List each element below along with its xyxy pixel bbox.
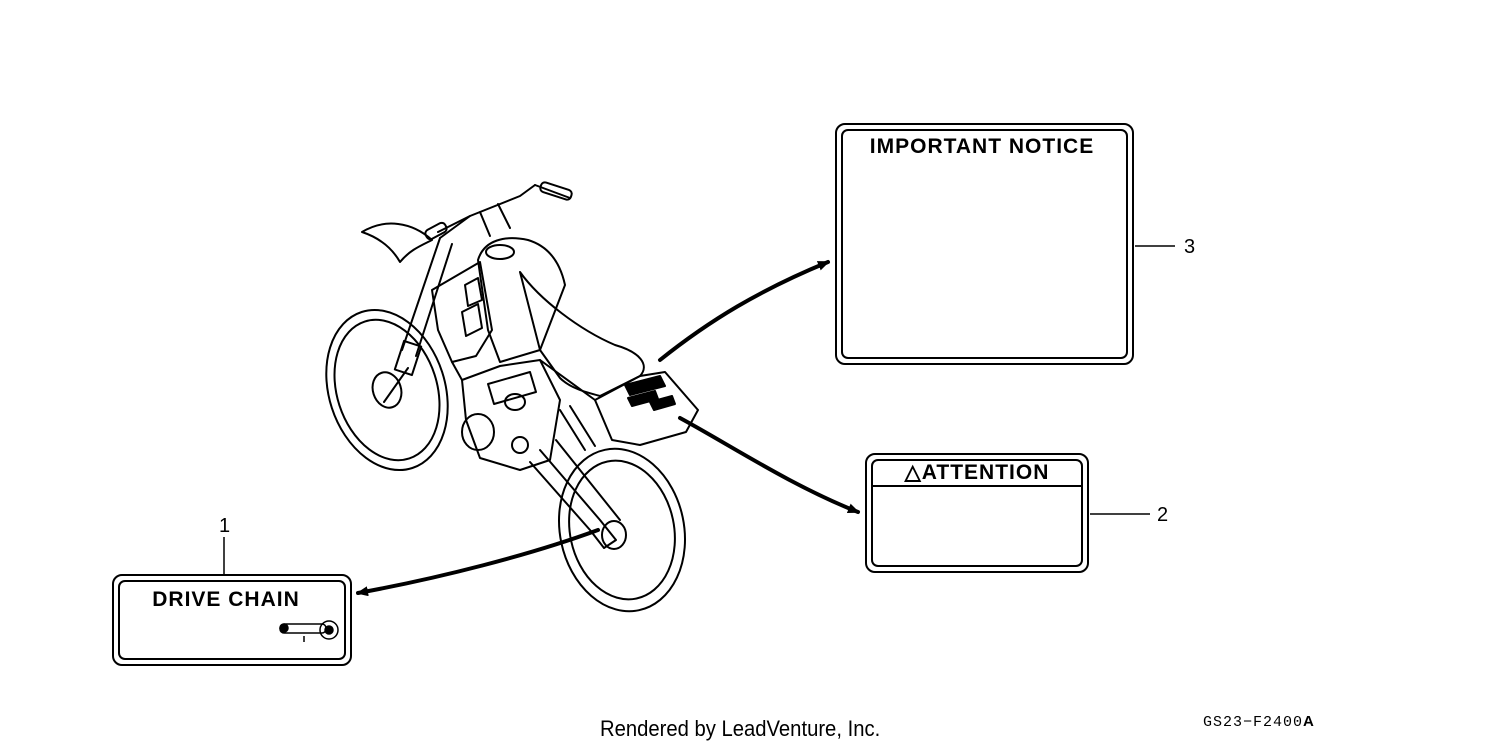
seat xyxy=(519,271,645,397)
drawing-number: GS23−F2400 xyxy=(1203,714,1304,731)
chain-adjuster-icon xyxy=(279,620,339,642)
front-wheel xyxy=(325,308,449,472)
drive-chain-label: DRIVE CHAIN xyxy=(112,574,352,666)
leader-arrows xyxy=(356,260,860,597)
motorcycle-illustration xyxy=(325,181,699,613)
drawing-revision: A xyxy=(1303,713,1315,730)
rear-side-cover xyxy=(594,371,699,446)
engine xyxy=(461,359,561,471)
arrow-to-notice xyxy=(658,260,830,362)
handlebars xyxy=(424,181,573,241)
callout-3: 3 xyxy=(1184,236,1195,258)
rendered-by-credit: Rendered by LeadVenture, Inc. xyxy=(600,716,881,741)
callout-2: 2 xyxy=(1157,504,1168,526)
arrow-to-drive-chain xyxy=(356,528,600,597)
drive-chain-title: DRIVE CHAIN xyxy=(152,588,300,611)
drawing-code: GS23−F2400A xyxy=(1203,713,1315,731)
number-plate xyxy=(431,261,493,363)
arrow-to-attention xyxy=(678,416,860,514)
front-fender xyxy=(361,222,433,263)
rear-wheel xyxy=(558,447,686,613)
important-notice-label: IMPORTANT NOTICE xyxy=(835,123,1134,365)
callout-1: 1 xyxy=(219,515,230,537)
attention-label: △ATTENTION xyxy=(865,453,1089,573)
front-forks xyxy=(383,237,453,403)
swing-arm xyxy=(529,449,617,549)
important-notice-title: IMPORTANT NOTICE xyxy=(870,135,1094,158)
attention-title: △ATTENTION xyxy=(904,461,1050,484)
decal-mark xyxy=(624,375,666,396)
fuel-tank xyxy=(477,237,566,363)
